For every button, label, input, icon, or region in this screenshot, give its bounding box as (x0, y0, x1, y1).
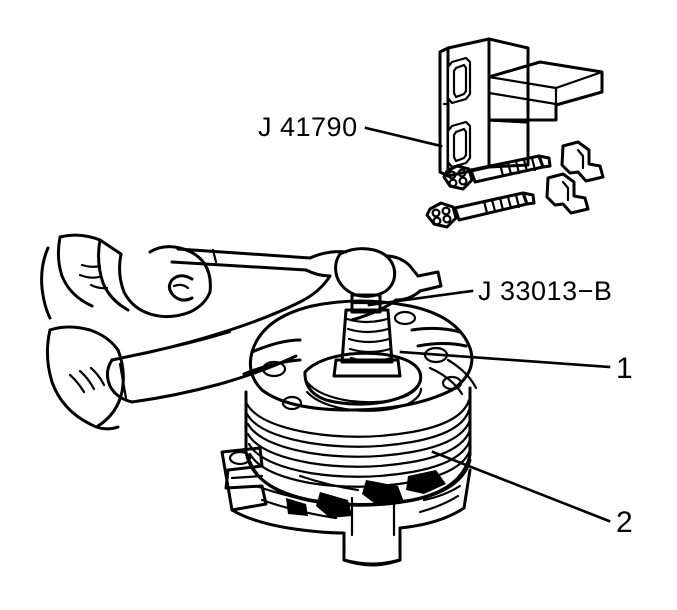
bolt-long-lower (425, 191, 536, 229)
callout-1: 1 (616, 352, 633, 385)
label-j41790: J 41790 (258, 112, 358, 142)
bracket-slot-lower (446, 120, 472, 169)
pulley-grooves (244, 386, 472, 507)
callout-2: 2 (616, 506, 633, 539)
bracket-slot-upper (446, 56, 472, 105)
bracket-plate-tool (438, 37, 604, 178)
engine-mount (220, 446, 472, 567)
leader-j41790 (364, 126, 443, 148)
balancer-hub (242, 299, 478, 412)
leader-callout-1 (399, 350, 611, 369)
hand (40, 233, 212, 431)
nut-upper (560, 140, 605, 183)
leader-callout-2 (431, 450, 611, 523)
bolt-long-upper (442, 154, 552, 191)
nut-lower (545, 172, 590, 215)
label-j33013b: J 33013−B (478, 276, 612, 306)
